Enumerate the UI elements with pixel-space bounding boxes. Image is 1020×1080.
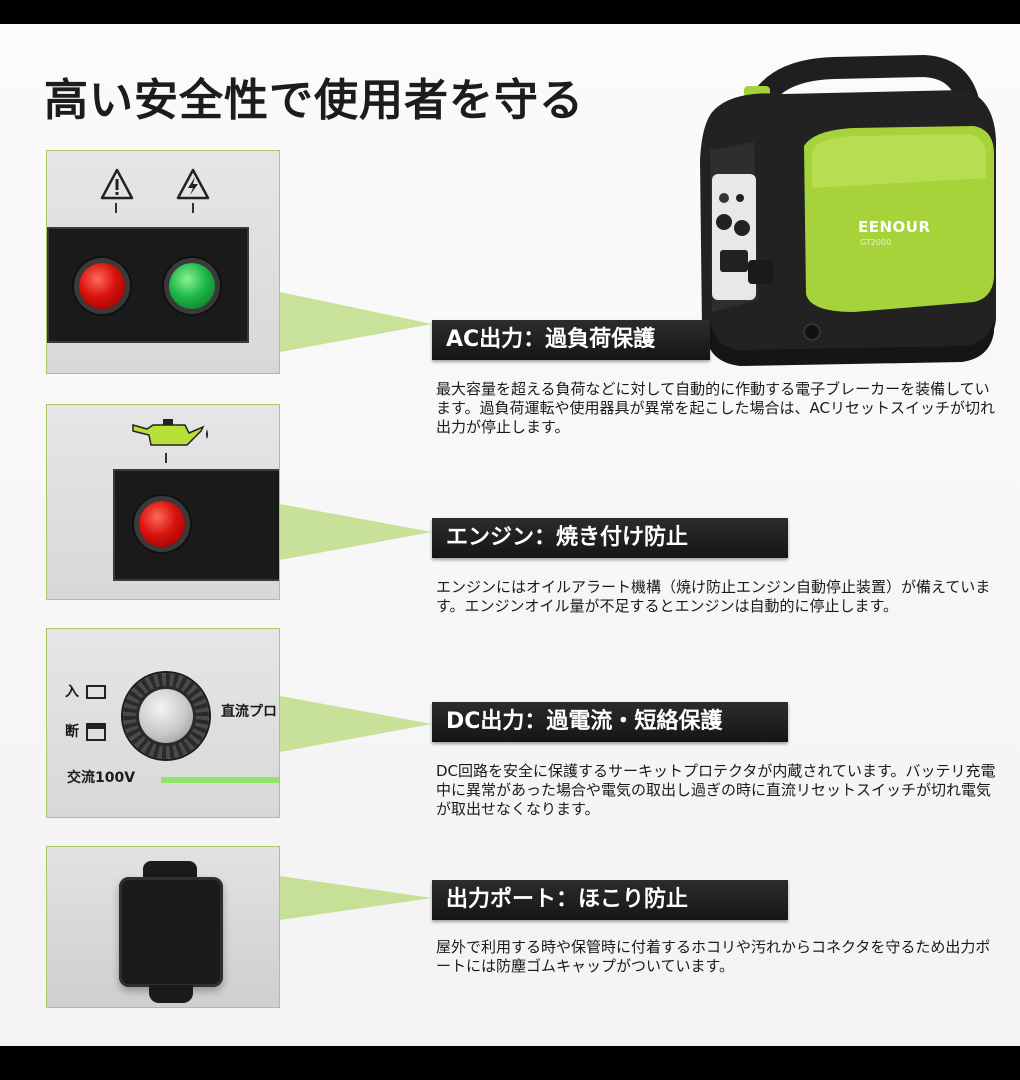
dust-cap-panel	[46, 846, 280, 1008]
indicator-tick	[192, 203, 194, 213]
pointer-ac	[280, 292, 432, 352]
feature-desc-ac: 最大容量を超える負荷などに対して自動的に作動する電子ブレーカーを装備しています。…	[436, 380, 995, 436]
oil-indicator-housing	[113, 469, 279, 581]
feature-tag-dc: DC出力：過電流・短絡保護	[432, 702, 788, 742]
generator-brand: EENOUR	[858, 218, 931, 236]
off-indicator-icon	[85, 723, 106, 741]
output-green-led	[169, 263, 215, 309]
dc-protector-label: 直流プロ	[221, 704, 277, 720]
ac-indicator-panel	[46, 150, 280, 374]
accent-line	[161, 777, 279, 783]
page-title: 高い安全性で使用者を守る	[44, 75, 584, 126]
feature-tag-port: 出力ポート：ほこり防止	[432, 880, 788, 920]
generator-image: EENOUR GT2000	[694, 50, 1002, 372]
rubber-cap	[119, 877, 223, 987]
on-indicator-icon	[85, 685, 106, 699]
oil-alert-panel	[46, 404, 280, 600]
warning-icon	[100, 168, 134, 200]
oil-alert-red-led	[139, 501, 185, 547]
generator-model: GT2000	[860, 238, 892, 247]
indicator-tick	[115, 203, 117, 213]
pointer-dc	[280, 696, 432, 752]
product-infographic: 高い安全性で使用者を守る EENOUR GT2000	[0, 24, 1020, 1046]
oil-can-icon	[132, 419, 208, 446]
dc-reset-knob	[123, 673, 209, 759]
pointer-engine	[280, 504, 432, 560]
dc-breaker-panel: 入 断 直流プロ 交流100V	[46, 628, 280, 818]
on-label: 入	[65, 681, 106, 701]
feature-tag-engine: エンジン：焼き付け防止	[432, 518, 788, 558]
overload-red-led	[79, 263, 125, 309]
feature-desc-port: 屋外で利用する時や保管時に付着するホコリや汚れからコネクタを守るため出力ポートに…	[436, 938, 991, 975]
dc-reset-button	[139, 689, 193, 743]
indicator-tick	[165, 453, 167, 463]
feature-tag-ac: AC出力：過負荷保護	[432, 320, 710, 360]
feature-desc-engine: エンジンにはオイルアラート機構（焼け防止エンジン自動停止装置）が備えています。エ…	[436, 578, 991, 615]
off-label: 断	[65, 721, 106, 741]
pointer-port	[280, 876, 432, 920]
ac-100v-label: 交流100V	[67, 770, 136, 786]
feature-desc-dc: DC回路を安全に保護するサーキットプロテクタが内蔵されています。バッテリ充電中に…	[436, 762, 996, 818]
indicator-housing	[47, 227, 249, 343]
electric-hazard-icon	[176, 168, 210, 200]
generator-illustration	[700, 54, 996, 366]
rubber-cap-tab	[149, 985, 193, 1003]
